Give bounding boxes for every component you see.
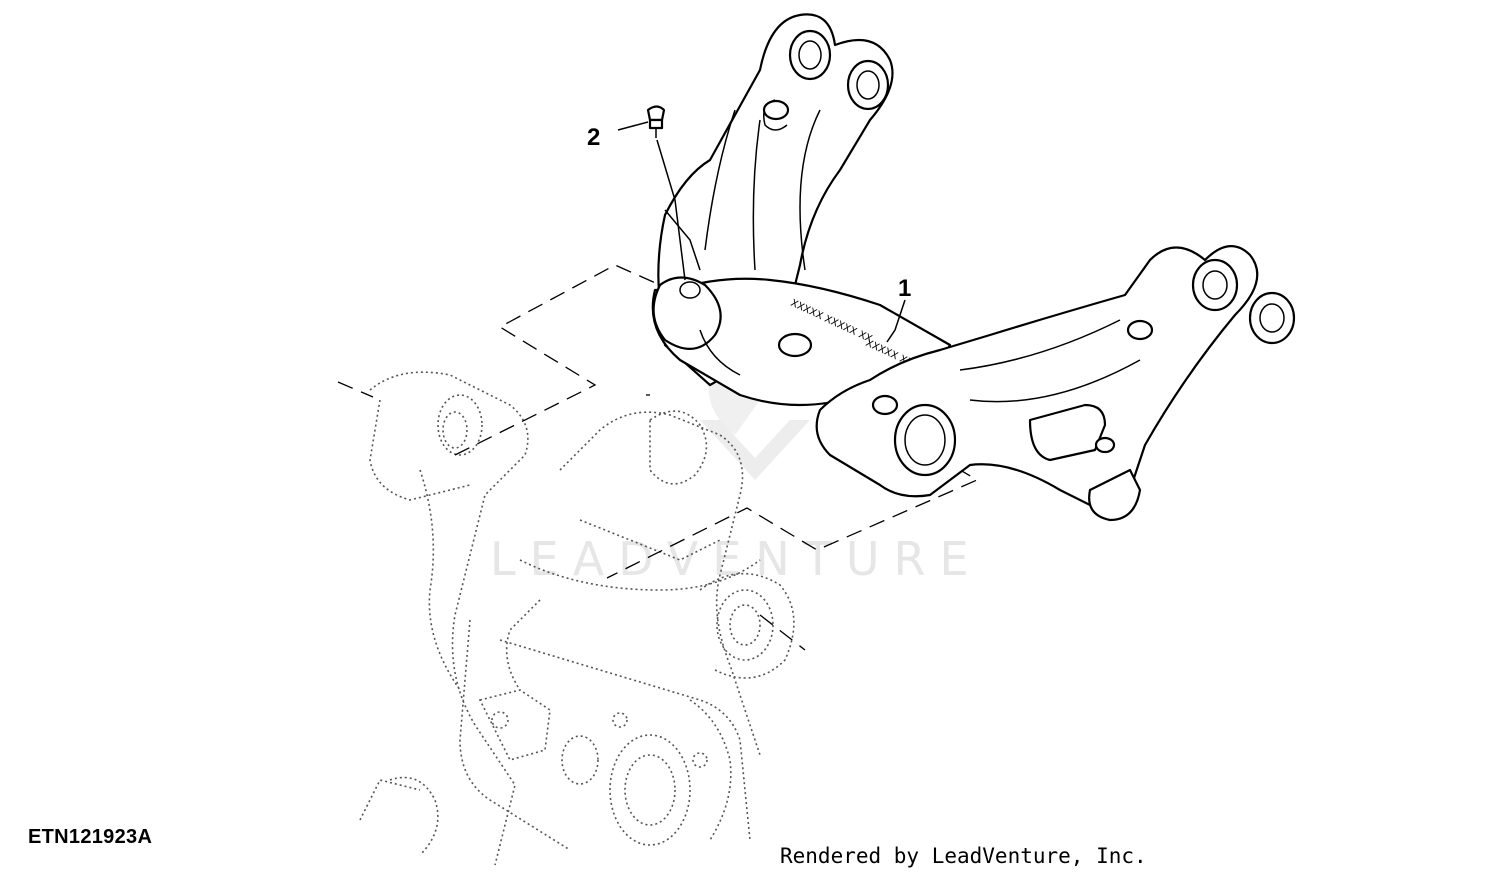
assembly-dash-lines: [337, 264, 979, 651]
figure-id: ETN121923A: [28, 826, 153, 848]
assembly-line-2: [656, 139, 686, 281]
watermark: LEADVENTURE: [490, 300, 983, 586]
pivot-frame-part: XXXXX XXXXX XX XXXXX XX: [651, 13, 1296, 522]
grease-fitting-part: [646, 105, 666, 138]
leader-line-1: [886, 299, 906, 343]
leader-lines: [617, 121, 906, 343]
render-credit: Rendered by LeadVenture, Inc.: [780, 844, 1147, 868]
callout-2: 2: [587, 124, 600, 151]
background-housing: [359, 371, 795, 866]
watermark-v-icon: [700, 420, 810, 480]
leader-line-2: [617, 121, 649, 131]
watermark-text: LEADVENTURE: [490, 532, 983, 586]
callout-1: 1: [898, 275, 911, 302]
